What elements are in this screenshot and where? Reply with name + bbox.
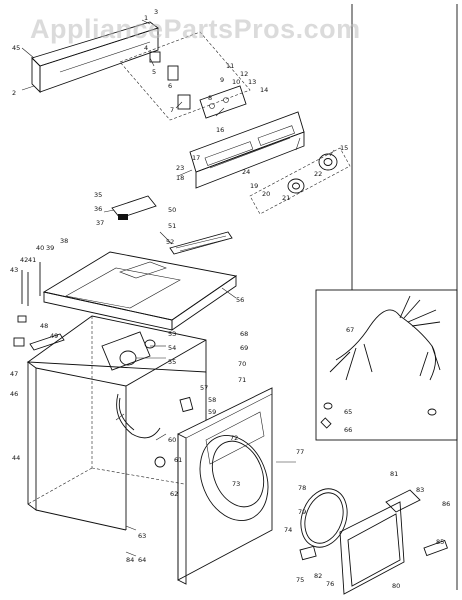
leader-lines — [21, 19, 335, 557]
left-side-parts — [13, 262, 65, 351]
callout-80: 80 — [392, 582, 400, 590]
callout-2: 2 — [12, 89, 16, 97]
callout-61: 61 — [174, 456, 182, 464]
wiring-harness-inset — [315, 289, 458, 441]
callout-57: 57 — [200, 384, 208, 392]
door-seal — [300, 488, 348, 548]
callout-12: 12 — [240, 70, 248, 78]
lid-hinge-parts — [111, 195, 233, 255]
callout-51: 51 — [168, 222, 176, 230]
callout-4: 4 — [144, 44, 148, 52]
callout-71: 71 — [238, 376, 246, 384]
console-back-panel — [31, 21, 159, 94]
callout-66: 66 — [344, 426, 352, 434]
callout-62: 62 — [170, 490, 178, 498]
callout-20: 20 — [262, 190, 270, 198]
callout-8: 8 — [208, 94, 212, 102]
door — [299, 489, 448, 595]
callout-36: 36 — [94, 205, 102, 213]
callout-52: 52 — [166, 238, 174, 246]
callout-5: 5 — [152, 68, 156, 76]
callout-17: 17 — [192, 154, 200, 162]
callout-72: 72 — [230, 434, 238, 442]
callout-82: 82 — [314, 572, 322, 580]
callout-6: 6 — [168, 82, 172, 90]
callout-40: 40 — [36, 244, 44, 252]
callout-63: 63 — [138, 532, 146, 540]
callout-42: 42 — [20, 256, 28, 264]
callout-39: 39 — [46, 244, 54, 252]
callout-56: 56 — [236, 296, 244, 304]
callout-46: 46 — [10, 390, 18, 398]
top-cover — [42, 251, 238, 331]
callout-10: 10 — [232, 78, 240, 86]
callout-19: 19 — [250, 182, 258, 190]
callout-85: 85 — [436, 538, 444, 546]
callout-77: 77 — [296, 448, 304, 456]
callout-43: 43 — [10, 266, 18, 274]
callout-70: 70 — [238, 360, 246, 368]
callout-44: 44 — [12, 454, 20, 462]
callout-38: 38 — [60, 237, 68, 245]
front-panel — [177, 387, 273, 585]
inner-components — [101, 331, 194, 468]
callout-79: 79 — [298, 508, 306, 516]
cabinet — [26, 315, 207, 531]
callout-49: 49 — [50, 332, 58, 340]
callout-75: 75 — [296, 576, 304, 584]
callout-81: 81 — [390, 470, 398, 478]
callout-3: 3 — [154, 8, 158, 16]
callout-83: 83 — [416, 486, 424, 494]
callout-53: 53 — [168, 330, 176, 338]
callout-54: 54 — [168, 344, 176, 352]
callout-35: 35 — [94, 191, 102, 199]
callout-59: 59 — [208, 408, 216, 416]
callout-48: 48 — [40, 322, 48, 330]
callout-76: 76 — [326, 580, 334, 588]
callout-47: 47 — [10, 370, 18, 378]
knobs — [249, 147, 351, 215]
site-watermark: AppliancePartsPros.com — [30, 14, 361, 44]
callout-18: 18 — [176, 174, 184, 182]
callout-78: 78 — [298, 484, 306, 492]
callout-68: 68 — [240, 330, 248, 338]
callout-74: 74 — [284, 526, 292, 534]
callout-67: 67 — [346, 326, 354, 334]
callout-60: 60 — [168, 436, 176, 444]
callout-55: 55 — [168, 358, 176, 366]
callout-41: 41 — [28, 256, 36, 264]
callout-14: 14 — [260, 86, 268, 94]
callout-13: 13 — [248, 78, 256, 86]
control-panel-fascia — [189, 111, 305, 189]
callout-73: 73 — [232, 480, 240, 488]
callout-15: 15 — [340, 144, 348, 152]
callout-7: 7 — [170, 106, 174, 114]
callout-86: 86 — [442, 500, 450, 508]
callout-9: 9 — [220, 76, 224, 84]
callout-11: 11 — [226, 62, 234, 70]
callout-69: 69 — [240, 344, 248, 352]
callout-58: 58 — [208, 396, 216, 404]
callout-1: 1 — [144, 14, 148, 22]
callout-21: 21 — [282, 194, 290, 202]
callout-23: 23 — [176, 164, 184, 172]
callout-37: 37 — [96, 219, 104, 227]
callout-45: 45 — [12, 44, 20, 52]
callout-24: 24 — [242, 168, 250, 176]
callout-22: 22 — [314, 170, 322, 178]
callout-50: 50 — [168, 206, 176, 214]
callout-labels: 1 2 3 4 5 6 7 8 9 10 11 12 13 14 15 16 1… — [10, 8, 450, 590]
callout-84: 84 — [126, 556, 134, 564]
callout-65: 65 — [344, 408, 352, 416]
control-components — [119, 31, 251, 121]
callout-64: 64 — [138, 556, 146, 564]
callout-16: 16 — [216, 126, 224, 134]
